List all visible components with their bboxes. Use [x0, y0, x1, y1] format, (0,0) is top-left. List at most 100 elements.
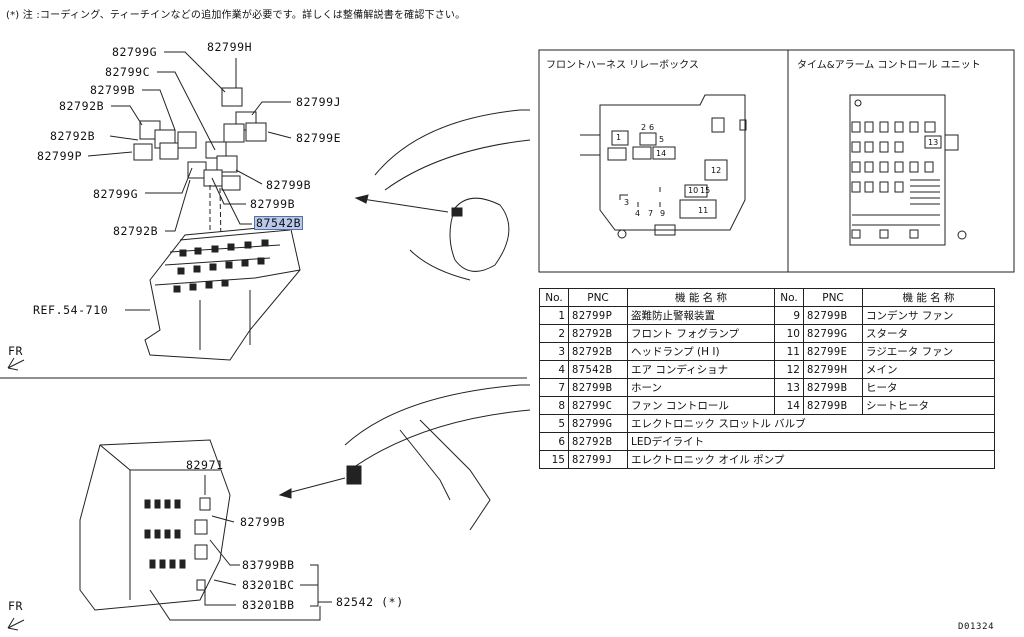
callout-82971[interactable]: 82971	[186, 458, 224, 472]
table-row[interactable]: 5 82799G エレクトロニック スロットル バルブ	[539, 414, 995, 433]
cell-pnc[interactable]: 82799H	[803, 360, 863, 379]
callout-82799G-top[interactable]: 82799G	[112, 45, 158, 59]
slot-label: 7	[648, 209, 654, 218]
callout-82792B-3[interactable]: 82792B	[113, 224, 159, 238]
cell-name: ラジエータ ファン	[862, 342, 995, 361]
col-header: PNC	[803, 288, 863, 307]
callout-82799H[interactable]: 82799H	[207, 40, 253, 54]
cell-no: 2	[539, 324, 569, 343]
slot-label: 11	[698, 206, 709, 215]
col-header: No.	[539, 288, 569, 307]
cell-name: ホーン	[627, 378, 775, 397]
cell-pnc[interactable]: 82799G	[803, 324, 863, 343]
cell-pnc[interactable]: 82799E	[803, 342, 863, 361]
relay-group-upper	[133, 87, 267, 191]
slot-label: 2	[641, 123, 647, 132]
cell-no: 10	[774, 324, 804, 343]
cell-pnc[interactable]: 87542B	[568, 360, 628, 379]
cell-name: エレクトロニック スロットル バルブ	[627, 414, 995, 433]
table-row[interactable]: 2 82792B フロント フォグランプ 10 82799G スタータ	[539, 324, 995, 343]
slot-label: 1	[616, 133, 622, 142]
slot-label: 13	[928, 138, 939, 147]
table-row[interactable]: 1 82799P 盗難防止警報装置 9 82799B コンデンサ ファン	[539, 306, 995, 325]
table-row[interactable]: 4 87542B エア コンディショナ 12 82799H メイン	[539, 360, 995, 379]
coding-note: (*) 注 :コーディング、ティーチインなどの追加作業が必要です。詳しくは整備解…	[6, 10, 466, 21]
table-row[interactable]: 8 82799C ファン コントロール 14 82799B シートヒータ	[539, 396, 995, 415]
cell-name: シートヒータ	[862, 396, 995, 415]
callout-82799J[interactable]: 82799J	[296, 95, 342, 109]
col-header: 機 能 名 称	[862, 288, 995, 307]
table-row[interactable]: 6 82792B LEDデイライト	[539, 432, 995, 451]
cell-pnc[interactable]: 82799B	[803, 378, 863, 397]
callout-82792B-2[interactable]: 82792B	[50, 129, 96, 143]
cell-no: 1	[539, 306, 569, 325]
table-row[interactable]: 15 82799J エレクトロニック オイル ポンプ	[539, 450, 995, 469]
callout-82792B-1[interactable]: 82792B	[59, 99, 105, 113]
cell-no: 15	[539, 450, 569, 469]
callout-87542B-highlighted[interactable]: 87542B	[253, 216, 304, 230]
table-row[interactable]: 3 82792B ヘッドランプ (H I) 11 82799E ラジエータ ファ…	[539, 342, 995, 361]
cell-name: ヘッドランプ (H I)	[627, 342, 775, 361]
cell-pnc[interactable]: 82799J	[568, 450, 628, 469]
fr-label-upper: FR	[8, 344, 24, 358]
callout-82542[interactable]: 82542 (*)	[336, 595, 404, 609]
cell-no: 7	[539, 378, 569, 397]
cell-no: 11	[774, 342, 804, 361]
slot-label: 6	[649, 123, 655, 132]
reference-label[interactable]: REF.54-710	[33, 303, 109, 317]
cell-no: 12	[774, 360, 804, 379]
cell-no: 13	[774, 378, 804, 397]
callout-82799B-left[interactable]: 82799B	[90, 83, 136, 97]
callout-83799BB[interactable]: 83799BB	[242, 558, 295, 572]
cell-name: メイン	[862, 360, 995, 379]
cell-no: 6	[539, 432, 569, 451]
callout-82799B-lower[interactable]: 82799B	[240, 515, 286, 529]
cell-name: エア コンディショナ	[627, 360, 775, 379]
cell-pnc[interactable]: 82792B	[568, 342, 628, 361]
cell-no: 5	[539, 414, 569, 433]
cell-pnc[interactable]: 82799C	[568, 396, 628, 415]
slot-label: 5	[659, 135, 665, 144]
slot-label: 3	[624, 198, 630, 207]
parts-table: No. PNC 機 能 名 称 No. PNC 機 能 名 称 1 82799P…	[539, 288, 995, 469]
callout-82799B-r1[interactable]: 82799B	[266, 178, 312, 192]
cell-name: スタータ	[862, 324, 995, 343]
slot-label: 14	[656, 149, 667, 158]
callout-82799E[interactable]: 82799E	[296, 131, 342, 145]
table-header-row: No. PNC 機 能 名 称 No. PNC 機 能 名 称	[539, 288, 995, 307]
drawing-code: D01324	[958, 622, 995, 632]
cell-name: エレクトロニック オイル ポンプ	[627, 450, 995, 469]
callout-82799G-bottom[interactable]: 82799G	[93, 187, 139, 201]
cell-name: 盗難防止警報装置	[627, 306, 775, 325]
col-header: No.	[774, 288, 804, 307]
slot-label: 10	[688, 186, 699, 195]
table-row[interactable]: 7 82799B ホーン 13 82799B ヒータ	[539, 378, 995, 397]
front-harness-title: フロントハーネス リレーボックス	[546, 60, 699, 71]
callout-83201BB[interactable]: 83201BB	[242, 598, 295, 612]
cell-no: 8	[539, 396, 569, 415]
col-header: PNC	[568, 288, 628, 307]
cell-pnc[interactable]: 82799P	[568, 306, 628, 325]
callout-82799P[interactable]: 82799P	[37, 149, 83, 163]
slot-label: 15	[700, 186, 711, 195]
cell-pnc[interactable]: 82792B	[568, 432, 628, 451]
time-alarm-title: タイム&アラーム コントロール ユニット	[797, 60, 981, 71]
fr-label-lower: FR	[8, 599, 24, 613]
cell-pnc[interactable]: 82799B	[568, 378, 628, 397]
cell-pnc[interactable]: 82792B	[568, 324, 628, 343]
slot-label: 12	[711, 166, 722, 175]
slot-label: 9	[660, 209, 666, 218]
cell-pnc[interactable]: 82799G	[568, 414, 628, 433]
cell-no: 9	[774, 306, 804, 325]
callout-83201BC[interactable]: 83201BC	[242, 578, 295, 592]
cell-name: コンデンサ ファン	[862, 306, 995, 325]
cell-name: ヒータ	[862, 378, 995, 397]
cell-name: ファン コントロール	[627, 396, 775, 415]
cell-pnc[interactable]: 82799B	[803, 396, 863, 415]
cell-name: LEDデイライト	[627, 432, 995, 451]
callout-82799B-r2[interactable]: 82799B	[250, 197, 296, 211]
callout-82799C[interactable]: 82799C	[105, 65, 151, 79]
cell-pnc[interactable]: 82799B	[803, 306, 863, 325]
col-header: 機 能 名 称	[627, 288, 775, 307]
